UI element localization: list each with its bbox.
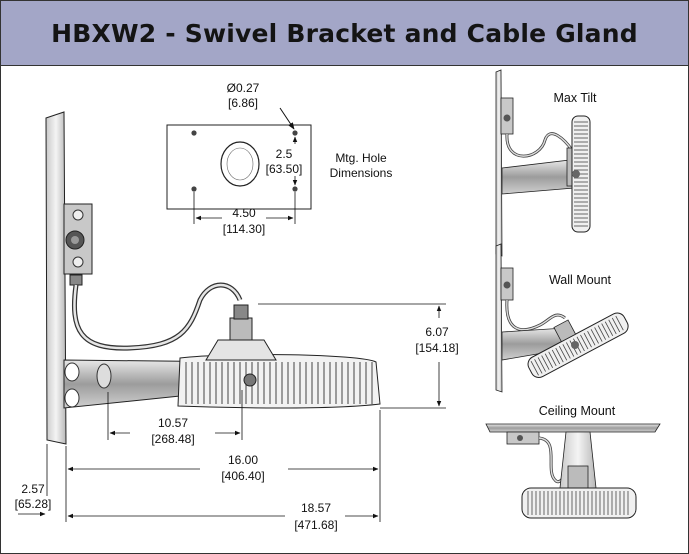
mount-hole (191, 130, 197, 136)
mount-hole (191, 186, 197, 192)
pivot-bolt (243, 373, 257, 387)
overall-length-label: 18.57 (301, 501, 331, 515)
max-tilt-label: Max Tilt (553, 91, 597, 105)
horizontal-spacing-mm-label: [114.30] (223, 222, 265, 236)
page-title: HBXW2 - Swivel Bracket and Cable Gland (51, 18, 638, 48)
hole-diameter-label: Ø0.27 (227, 81, 260, 95)
pivot-offset-mm-label: [268.48] (151, 432, 194, 446)
vertical-spacing-mm-label: [63.50] (266, 162, 303, 176)
ceiling-mount-label: Ceiling Mount (539, 404, 616, 418)
pivot-offset-label: 10.57 (158, 416, 188, 430)
side-view-dimensions (18, 303, 446, 522)
side-view-drawing (45, 111, 381, 445)
header-bar: HBXW2 - Swivel Bracket and Cable Gland (1, 1, 688, 66)
wall-mount-label: Wall Mount (549, 273, 612, 287)
high-bay-fixture (177, 354, 381, 409)
height-mm-label: [154.18] (415, 341, 458, 355)
plate-label-line1: Mtg. Hole (335, 151, 387, 165)
overall-length-mm-label: [471.68] (294, 518, 337, 532)
plate-offset-mm-label: [65.28] (15, 497, 52, 511)
bracket-length-label: 16.00 (228, 453, 258, 467)
mount-hole (292, 130, 298, 136)
horizontal-spacing-label: 4.50 (232, 206, 256, 220)
max-tilt-view (495, 69, 591, 257)
driver-housing (229, 317, 253, 341)
plate-offset-label: 2.57 (21, 482, 45, 496)
bracket-length-mm-label: [406.40] (221, 469, 264, 483)
mount-hole (292, 186, 298, 192)
power-cable (71, 282, 243, 351)
plate-label-line2: Dimensions (330, 166, 393, 180)
hole-diameter-mm-label: [6.86] (228, 96, 258, 110)
height-label: 6.07 (425, 325, 449, 339)
vertical-spacing-label: 2.5 (276, 147, 293, 161)
wall-mount-view (495, 243, 629, 393)
ceiling-mount-view (485, 423, 661, 519)
mounting-plate-drawing (166, 107, 312, 224)
wall-plate (45, 111, 67, 445)
